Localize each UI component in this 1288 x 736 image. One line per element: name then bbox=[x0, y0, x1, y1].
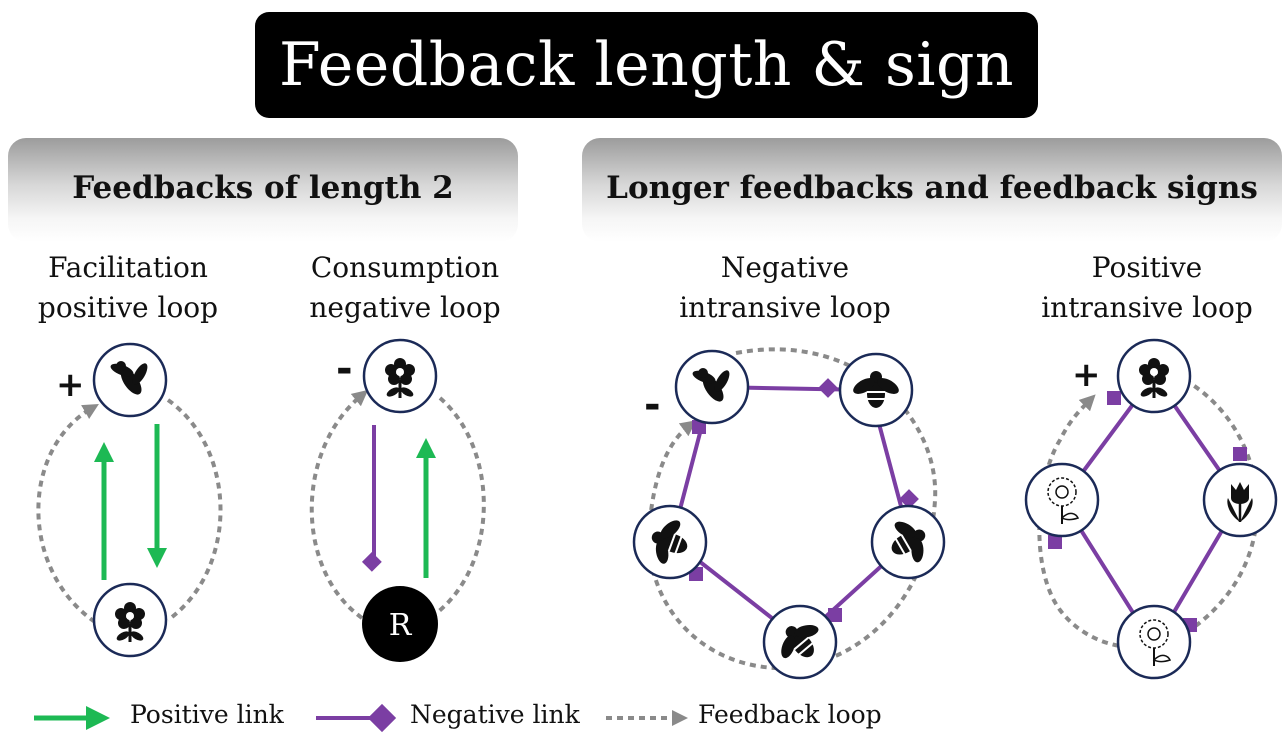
consumption-negative-link-head bbox=[361, 551, 382, 572]
negative-intransitive-label-line2: intransive loop bbox=[679, 291, 891, 324]
legend-feedback-label: Feedback loop bbox=[698, 700, 882, 729]
panel-title-length-2: Feedbacks of length 2 bbox=[72, 170, 454, 206]
consumption-loop: R - bbox=[309, 338, 486, 662]
flower-node bbox=[92, 582, 168, 658]
bumblebee-node bbox=[838, 352, 914, 428]
negative-intransitive-label-line1: Negative bbox=[720, 251, 850, 284]
positive-intransitive-loop: + bbox=[1024, 338, 1278, 680]
pos-link-square-4 bbox=[1048, 535, 1062, 549]
positive-intransitive-label: Positive intransive loop bbox=[1022, 248, 1272, 328]
negative-intransitive-sign: - bbox=[644, 382, 661, 428]
facilitation-feedback-loop bbox=[166, 398, 223, 622]
legend-feedback-arrow-icon bbox=[672, 710, 688, 726]
pos-link-square-2 bbox=[1233, 447, 1247, 461]
legend-negative-label: Negative link bbox=[410, 700, 580, 729]
positive-intransitive-label-line1: Positive bbox=[1091, 251, 1203, 284]
legend-positive-label: Positive link bbox=[130, 700, 284, 729]
positive-intransitive-sign: + bbox=[1072, 355, 1101, 395]
title-banner: Feedback length & sign bbox=[255, 12, 1038, 118]
flower-node-pos bbox=[1116, 338, 1192, 414]
positive-intransitive-feedback-loop bbox=[1037, 378, 1260, 650]
fly-node-neg bbox=[674, 349, 750, 425]
wasp-node bbox=[762, 604, 838, 680]
honeybee-node-left bbox=[632, 504, 708, 580]
negative-intransitive-loop: - bbox=[632, 347, 946, 680]
panel-header-longer: Longer feedbacks and feedback signs bbox=[582, 138, 1282, 242]
positive-intransitive-label-line2: intransive loop bbox=[1041, 291, 1253, 324]
neg-link-square-3 bbox=[828, 608, 842, 622]
facilitation-feedback-loop-left bbox=[36, 403, 99, 624]
facilitation-label-line2: positive loop bbox=[37, 291, 219, 324]
consumption-feedback-loop bbox=[428, 396, 486, 620]
flower-node-consumption bbox=[362, 338, 438, 414]
honeybee-node-right bbox=[870, 504, 946, 580]
page-title: Feedback length & sign bbox=[278, 30, 1015, 100]
facilitation-sign: + bbox=[56, 365, 85, 405]
panel-title-longer: Longer feedbacks and feedback signs bbox=[606, 170, 1258, 206]
consumption-label: Consumption negative loop bbox=[290, 248, 520, 328]
neg-link-diamond-2 bbox=[899, 489, 919, 509]
daisy-node-bottom bbox=[1116, 604, 1192, 680]
panel-header-length-2: Feedbacks of length 2 bbox=[8, 138, 518, 242]
facilitation-label-line1: Facilitation bbox=[48, 251, 208, 284]
facilitation-loop: + bbox=[36, 342, 223, 658]
legend-negative-diamond-icon bbox=[367, 703, 397, 733]
consumption-feedback-loop-left bbox=[309, 389, 369, 620]
daisy-node-left bbox=[1024, 462, 1100, 538]
legend-positive-arrow-icon bbox=[86, 706, 110, 730]
consumption-label-line1: Consumption bbox=[310, 251, 500, 284]
facilitation-label: Facilitation positive loop bbox=[18, 248, 238, 328]
neg-link-square-5 bbox=[692, 420, 706, 434]
pos-link-square-1 bbox=[1107, 391, 1121, 405]
negative-intransitive-label: Negative intransive loop bbox=[660, 248, 910, 328]
tulip-node bbox=[1202, 462, 1278, 538]
resource-label: R bbox=[389, 608, 413, 643]
resource-node: R bbox=[362, 586, 438, 662]
fly-node bbox=[92, 342, 168, 418]
legend bbox=[34, 703, 688, 733]
consumption-sign: - bbox=[336, 346, 353, 392]
neg-link-diamond-1 bbox=[818, 378, 838, 398]
consumption-label-line2: negative loop bbox=[309, 291, 501, 324]
